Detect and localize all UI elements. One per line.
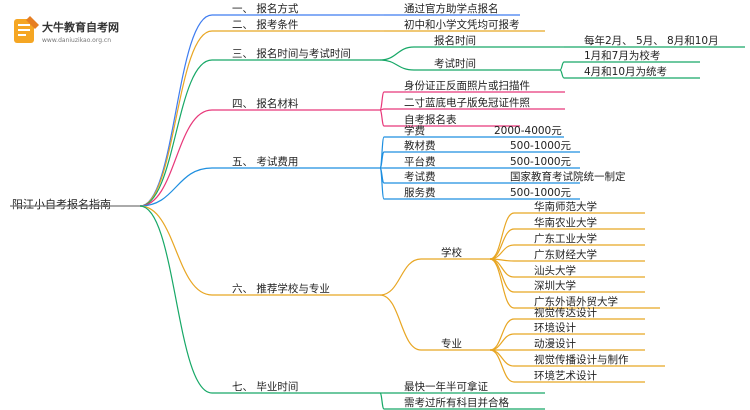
branch-7-child-1: 最快一年半可拿证 — [404, 380, 488, 393]
branch-6-child-1-leaf-7: 广东外语外贸大学 — [534, 295, 618, 308]
branch-6-child-1-leaf-5: 汕头大学 — [534, 264, 576, 277]
branch-7: 七、 毕业时间 — [232, 380, 298, 393]
branch-6-child-1-leaf-6: 深圳大学 — [534, 279, 576, 292]
edge-branch-3-child-1 — [379, 46, 415, 61]
branch-6-child-2-leaf-2: 环境设计 — [534, 321, 576, 334]
branch-3-child-2-leaf-2: 4月和10月为统考 — [584, 65, 667, 78]
branch-6-child-2-leaf-5: 环境艺术设计 — [534, 369, 597, 382]
edge-branch-4-child-1 — [379, 91, 385, 111]
branch-7-child-2: 需考过所有科目并合格 — [404, 396, 509, 409]
branch-6-child-1-leaf-4: 广东财经大学 — [534, 248, 597, 261]
edge-branch-6-child-1-leaf-6 — [489, 258, 515, 293]
edge-branch-6-child-1-leaf-7 — [489, 258, 515, 309]
branch-4-child-2: 二寸蓝底电子版免冠证件照 — [404, 96, 530, 109]
edge-branch-6-child-2-leaf-4 — [489, 349, 515, 367]
edge-branch-3-child-2-leaf-1 — [559, 61, 565, 71]
branch-1-child-1: 通过官方助学点报名 — [404, 2, 499, 15]
edge-branch-6-child-1 — [379, 258, 422, 296]
branch-6: 六、 推荐学校与专业 — [232, 282, 330, 295]
edge-branch-7-child-2 — [379, 392, 385, 410]
document-pencil-icon — [14, 16, 39, 43]
branch-3-child-2-leaf-1: 1月和7月为校考 — [584, 49, 660, 62]
edge-branch-2 — [139, 30, 213, 207]
edge-branch-6-child-2-leaf-2 — [489, 333, 515, 351]
branch-6-child-2: 专业 — [441, 337, 462, 350]
edge-branch-6-child-2 — [379, 294, 422, 351]
edge-branch-7 — [139, 205, 213, 394]
edge-branch-4-child-3 — [379, 109, 385, 127]
edge-branch-5-child-5 — [379, 167, 385, 200]
edge-branch-6 — [139, 205, 213, 296]
logo-title: 大牛教育自考网 — [42, 20, 119, 34]
edge-branch-3 — [139, 59, 213, 207]
branch-4-child-3: 自考报名表 — [404, 113, 457, 126]
edge-branch-6-child-1-leaf-2 — [489, 228, 515, 260]
branch-3-child-1: 报名时间 — [434, 34, 476, 47]
branch-6-child-2-leaf-3: 动漫设计 — [534, 337, 576, 350]
branch-5-child-2-value: 500-1000元 — [510, 140, 572, 152]
branch-5-child-4: 考试费 — [404, 170, 436, 183]
branch-3-child-2: 考试时间 — [434, 57, 476, 70]
edge-branch-4 — [139, 109, 213, 207]
branch-5-child-1-value: 2000-4000元 — [494, 125, 562, 137]
branch-2: 二、 报考条件 — [232, 18, 298, 31]
branch-6-child-2-leaf-1: 视觉传达设计 — [534, 306, 597, 319]
branch-5-child-3: 平台费 — [404, 155, 436, 168]
branch-5-child-5: 服务费 — [404, 186, 436, 199]
logo-url: www.daniuzikao.org.cn — [42, 37, 111, 44]
branch-5-child-2: 教材费 — [404, 139, 436, 152]
branch-3-child-1-leaf-1: 每年2月、 5月、 8月和10月 — [584, 34, 719, 47]
edge-branch-6-child-2-leaf-5 — [489, 349, 515, 383]
branch-5-child-4-value: 国家教育考试院统一制定 — [510, 170, 626, 183]
root-topic: 阳江小自考报名指南 — [12, 197, 111, 211]
edge-branch-1 — [139, 14, 213, 207]
edge-branch-3-child-2 — [379, 59, 415, 71]
branch-6-child-1-leaf-1: 华南师范大学 — [534, 200, 597, 213]
branch-6-child-2-leaf-4: 视觉传播设计与制作 — [534, 353, 629, 366]
site-logo[interactable]: 大牛教育自考网 www.daniuzikao.org.cn — [14, 16, 119, 44]
branch-1: 一、 报名方式 — [232, 2, 299, 15]
branch-6-child-1-leaf-2: 华南农业大学 — [534, 216, 597, 229]
branch-3: 三、 报名时间与考试时间 — [232, 47, 351, 60]
branch-4: 四、 报名材料 — [232, 97, 299, 110]
branch-6-child-1-leaf-3: 广东工业大学 — [534, 232, 597, 245]
branch-5-child-1: 学费 — [404, 124, 425, 137]
branch-2-child-1: 初中和小学文凭均可报考 — [404, 18, 520, 31]
branch-5-child-5-value: 500-1000元 — [510, 187, 572, 199]
branch-5: 五、 考试费用 — [232, 155, 298, 168]
edge-branch-3-child-2-leaf-2 — [559, 69, 565, 79]
branch-5-child-3-value: 500-1000元 — [510, 156, 572, 168]
branch-4-child-1: 身份证正反面照片或扫描件 — [404, 79, 530, 92]
branch-6-child-1: 学校 — [441, 246, 462, 259]
edge-branch-5 — [139, 167, 213, 207]
